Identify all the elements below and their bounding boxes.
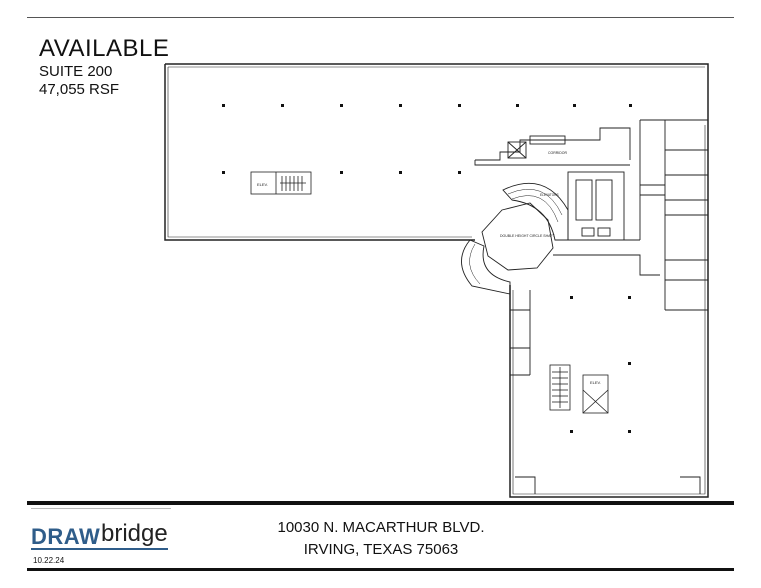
south-wing-offices xyxy=(510,290,531,376)
south-wing-inner-wall xyxy=(512,125,706,495)
south-stair xyxy=(549,364,571,411)
atrium-label: DOUBLE HEIGHT CIRCLE SHAFT xyxy=(500,234,556,238)
drawbridge-logo: DRAW bridge xyxy=(31,508,171,554)
footer-rule xyxy=(27,501,734,505)
west-elevator-label: ELEV. xyxy=(257,182,268,187)
core-south-wall xyxy=(553,239,660,276)
column xyxy=(399,104,402,107)
column xyxy=(340,104,343,107)
suite-number: SUITE 200 xyxy=(39,63,113,80)
column xyxy=(628,362,631,365)
column xyxy=(458,171,461,174)
west-stair xyxy=(280,176,306,191)
top-rule xyxy=(27,17,734,18)
west-wing-outline xyxy=(164,63,709,241)
column xyxy=(573,104,576,107)
column xyxy=(281,104,284,107)
core-corridor xyxy=(474,160,630,166)
south-wing-outline xyxy=(509,120,709,498)
west-wing-inner-wall xyxy=(167,67,472,238)
column xyxy=(570,430,573,433)
south-elevator-label: ELEV. xyxy=(590,380,601,385)
availability-status: AVAILABLE xyxy=(39,35,170,62)
column xyxy=(570,296,573,299)
logo-draw-text: DRAW xyxy=(31,524,101,549)
footer-bottom-rule xyxy=(27,568,734,571)
column xyxy=(628,296,631,299)
corridor-stair xyxy=(529,135,566,145)
west-core xyxy=(250,171,312,195)
column xyxy=(222,104,225,107)
title-block: AVAILABLE SUITE 200 47,055 RSF xyxy=(39,35,170,98)
south-elevator xyxy=(582,374,609,414)
plan-date: 10.22.24 xyxy=(33,556,65,565)
column xyxy=(399,171,402,174)
property-address: 10030 N. MACARTHUR BLVD. IRVING, TEXAS 7… xyxy=(250,517,512,561)
west-curved-stair xyxy=(461,239,511,295)
atrium xyxy=(481,202,554,271)
curved-stair xyxy=(502,182,569,241)
rentable-area: 47,055 RSF xyxy=(39,81,120,98)
column xyxy=(458,104,461,107)
address-street: 10030 N. MACARTHUR BLVD. xyxy=(277,519,485,536)
column xyxy=(516,104,519,107)
core-elevators-label: ELEVATORS xyxy=(540,193,559,197)
east-offices xyxy=(639,119,708,311)
floor-plan: ELEV. DOUBLE HEIGHT CIRCLE SHAFT CORRIDO… xyxy=(164,63,709,498)
column xyxy=(222,171,225,174)
column xyxy=(340,171,343,174)
corridor-label: CORRIDOR xyxy=(548,151,568,155)
column xyxy=(628,430,631,433)
column xyxy=(629,104,632,107)
column-grid xyxy=(222,104,632,433)
core-shaft xyxy=(507,141,527,159)
address-city: IRVING, TEXAS 75063 xyxy=(303,541,459,558)
core-north-wall xyxy=(475,127,631,161)
logo-bridge-text: bridge xyxy=(101,520,168,547)
south-bottom-rooms xyxy=(515,476,701,494)
